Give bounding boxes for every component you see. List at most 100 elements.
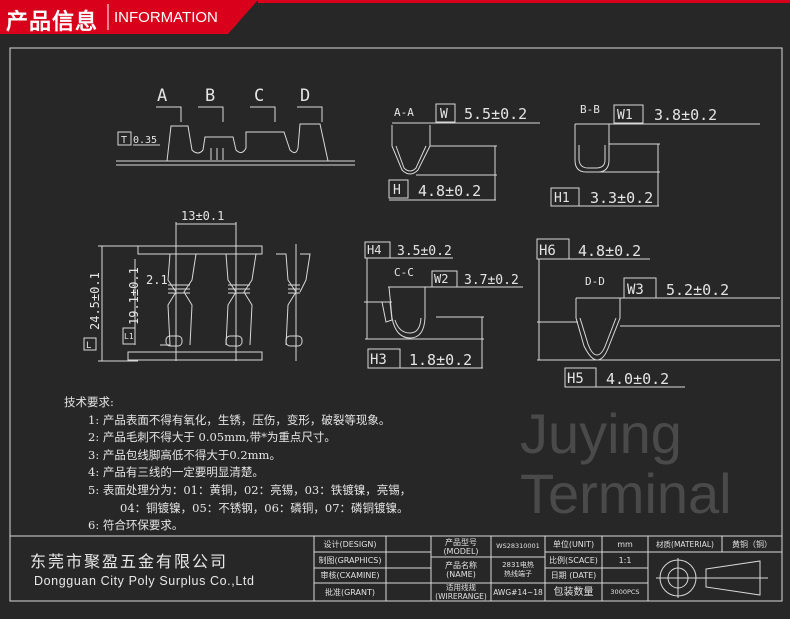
drawing-line (0, 0, 258, 34)
drawing-line (137, 245, 263, 255)
drawing-line (705, 560, 761, 596)
drawing-line (166, 123, 329, 162)
requirements-title: 技术要求: (64, 395, 114, 409)
dim-value: 5.5±0.2 (464, 105, 527, 123)
unit-label: 单位(UNIT) (552, 539, 595, 549)
dim-value: 4.8±0.2 (578, 242, 641, 260)
drawing-line (574, 124, 610, 173)
inner-length-dimension: 19.1±0.1 (127, 267, 141, 325)
dim-box: W1 (617, 108, 633, 123)
date-value (602, 568, 648, 583)
dim-box: W3 (627, 282, 644, 298)
drawing-line (579, 317, 617, 356)
drawing-line (613, 104, 644, 124)
graphics-label: 制图(GRAPHICS) (318, 555, 382, 565)
drawing-line (122, 327, 136, 345)
drawing-line (225, 335, 243, 347)
header-title-en: INFORMATION (114, 9, 218, 26)
requirement-item: 5: 表面处理分为：01：黄铜，02：亮锡，03：铁镀镍，亮锡， (88, 482, 412, 497)
drawing-line (578, 145, 606, 169)
header-title-cn: 产品信息 (6, 10, 99, 35)
wire-range-value: AWG#14~18 (493, 587, 543, 597)
drawing-line (258, 0, 790, 3)
section-a-a: A-A W 5.5±0.2 H 4.8±0.2 (388, 103, 540, 201)
total-length-dimension: 24.5±0.1 (88, 272, 102, 330)
company-name-cn: 东莞市聚盈五金有限公司 (30, 552, 229, 571)
drawing-line (216, 253, 237, 346)
section-label-d: D (300, 86, 310, 106)
length-box-inner: L1 (124, 332, 134, 341)
dim-box: H1 (554, 191, 570, 206)
small-dimension: 2.1 (146, 273, 168, 287)
drawing-line (388, 179, 409, 199)
title-block-grid (10, 535, 782, 601)
dim-value: 4.0±0.2 (606, 370, 669, 388)
drawing-line (117, 131, 132, 146)
drawing-line (243, 253, 257, 346)
drawing-line (165, 335, 183, 347)
thickness-box: T (121, 135, 127, 146)
dim-value: 3.3±0.2 (590, 189, 653, 207)
section-name: B-B (580, 103, 600, 116)
requirement-item: 6: 符合环保要求。 (88, 518, 184, 533)
section-label-c: C (254, 86, 264, 106)
drawing-frame (9, 47, 783, 602)
grant-label: 批准(GRANT) (324, 587, 376, 597)
section-label-b: B (205, 86, 215, 106)
section-b-b: B-B W1 3.8±0.2 H1 3.3±0.2 (550, 103, 760, 207)
drawing-line (160, 253, 177, 346)
dim-value: 1.8±0.2 (409, 351, 472, 369)
dim-value: 4.8±0.2 (418, 182, 481, 200)
material-value: 黄铜（铜） (732, 539, 772, 549)
requirement-item: 4: 产品有三线的一定要明显清楚。 (88, 465, 264, 480)
dim-box: H4 (367, 243, 381, 257)
wire-range-label: 适用线规 (WIRERANGE) (435, 583, 487, 601)
scale-value: 1:1 (618, 555, 632, 565)
thickness-value: 0.35 (133, 135, 157, 146)
drawing-line (285, 335, 303, 347)
design-label: 设计(DESIGN) (323, 539, 377, 549)
model-value: WS28310001 (496, 542, 540, 550)
name-value: 2831电热 热线端子 (502, 561, 534, 578)
model-label: 产品型号 (MODEL) (443, 537, 479, 556)
dim-value: 3.5±0.2 (397, 244, 452, 259)
drawing-line (575, 298, 621, 361)
dim-box: W2 (434, 272, 448, 286)
examine-label: 审核(CXAMINE) (320, 571, 380, 580)
drawing-line (127, 351, 263, 361)
drawing-line (435, 103, 456, 123)
pack-quantity-value: 3000PCS (610, 587, 640, 596)
drawing-line (160, 253, 311, 347)
drawing-line (394, 317, 422, 334)
top-view: 13±0.1 24.5±0.1 19.1±0.1 2.1 L L1 (83, 209, 311, 362)
pitch-dimension: 13±0.1 (181, 209, 224, 223)
dim-box: H3 (370, 352, 387, 368)
requirement-item: 04：铜镀镍，05：不锈钢，06：磷铜，07：磷铜镀镍。 (120, 500, 409, 515)
dim-value: 3.8±0.2 (654, 106, 717, 124)
drawing-line (391, 125, 431, 175)
requirement-item: 2: 产品毛刺不得大于 0.05mm,带*为重点尺寸。 (88, 430, 336, 445)
drawing-line (388, 286, 426, 339)
drawing-line (276, 253, 297, 346)
scale-label: 比例(SCACE) (549, 555, 598, 565)
dim-box: H (393, 183, 401, 198)
section-c-c: H4 3.5±0.2 C-C W2 3.7±0.2 H3 1.8±0.2 (364, 241, 523, 369)
header-banner (0, 0, 790, 34)
section-name: A-A (394, 106, 414, 119)
drawing-line (183, 253, 197, 346)
side-view: A B C D T 0.35 (116, 86, 355, 166)
drawing-line (395, 145, 427, 172)
requirement-item: 3: 产品包线脚高低不得大于0.2mm。 (88, 447, 281, 462)
date-label: 日期 (DATE) (550, 571, 597, 580)
material-label: 材质(MATERIAL) (656, 539, 714, 549)
dim-box: H6 (539, 243, 556, 259)
dim-value: 3.7±0.2 (464, 273, 519, 288)
length-box-outer: L (86, 341, 91, 351)
company-name-en: Dongguan City Poly Surplus Co.,Ltd (34, 574, 255, 588)
drawing-line (299, 253, 311, 293)
drawing-line (83, 337, 97, 351)
section-name: C-C (394, 266, 414, 279)
section-d-d: H6 4.8±0.2 D-D W3 5.2±0.2 H5 4.0±0.2 (536, 238, 780, 388)
watermark: Juying Terminal (520, 402, 732, 525)
